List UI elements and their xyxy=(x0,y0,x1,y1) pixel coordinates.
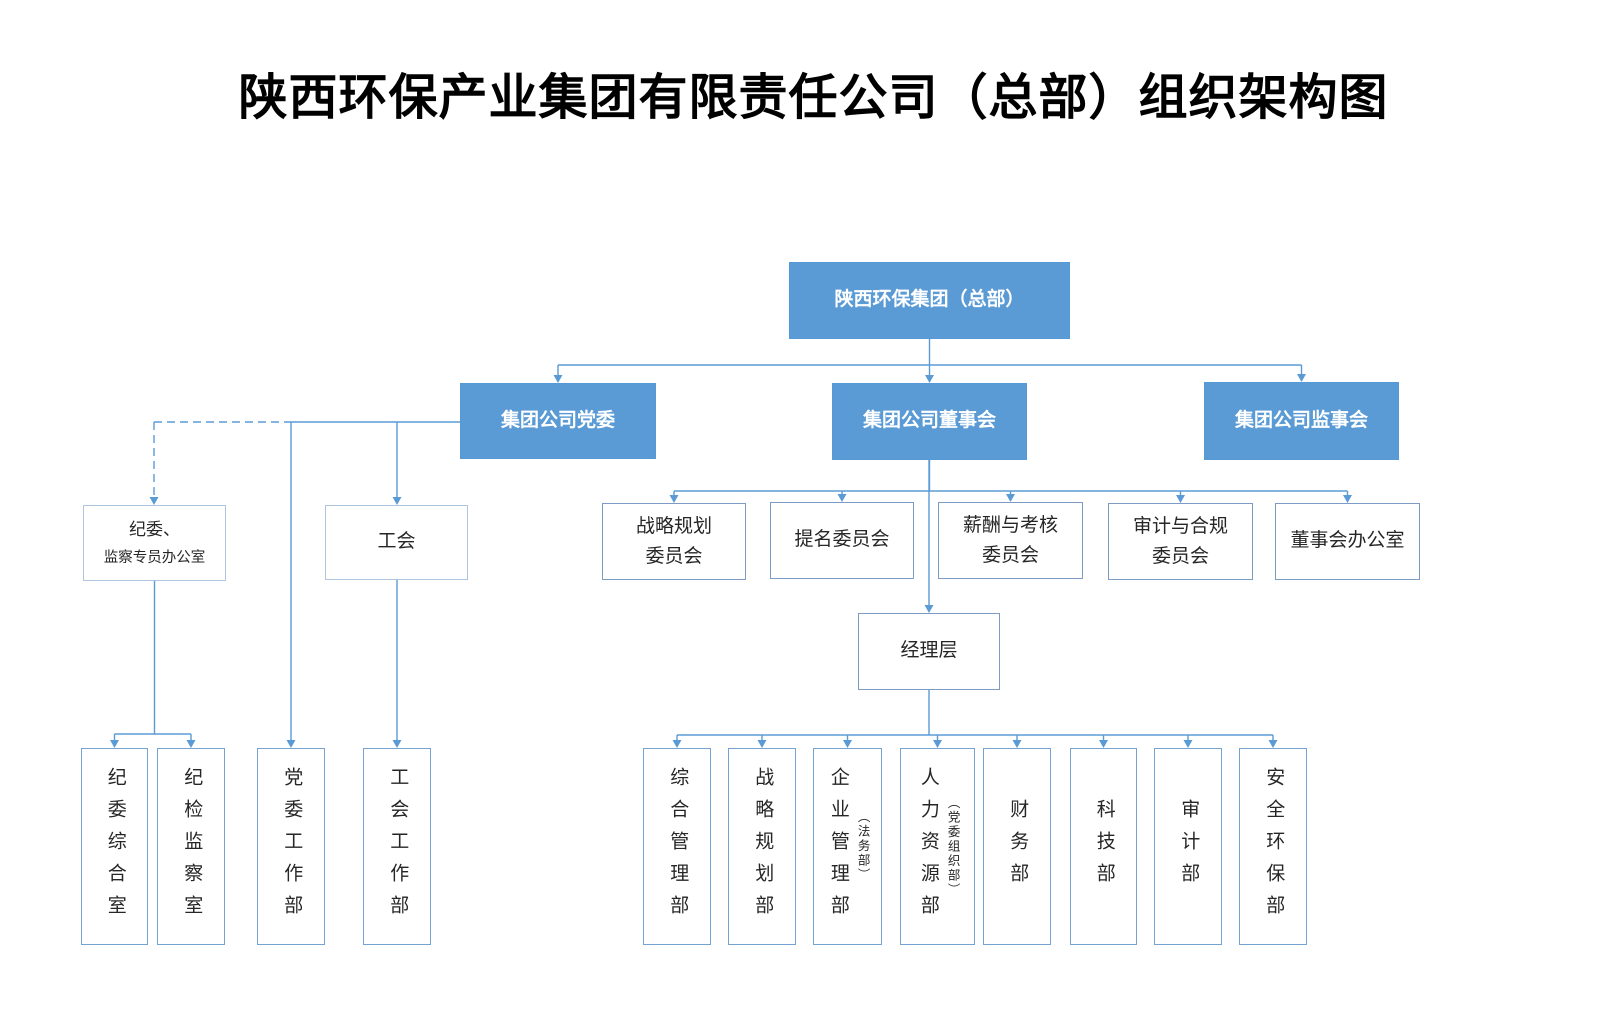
node-group-hq: 陕西环保集团（总部） xyxy=(789,262,1070,339)
node-compensation-appraisal-committee: 薪酬与考核 委员会 xyxy=(938,502,1083,579)
node-discipline-inspection-office: 纪委、 监察专员办公室 xyxy=(83,505,226,581)
node-board-of-directors: 集团公司董事会 xyxy=(832,383,1027,460)
node-label-line2: 委员会 xyxy=(981,544,1039,566)
node-label: 安全环保部 xyxy=(1263,766,1285,927)
node-label: 纪委综合室 xyxy=(104,766,126,927)
node-label: 科技部 xyxy=(1093,798,1115,895)
node-enterprise-management-dept: 企业管理部 （法务部） xyxy=(813,748,882,945)
node-management-level: 经理层 xyxy=(858,613,1000,690)
node-discipline-general-office: 纪委综合室 xyxy=(81,748,148,945)
node-label: 经理层 xyxy=(900,640,958,662)
node-audit-compliance-committee: 审计与合规 委员会 xyxy=(1108,503,1253,580)
node-party-work-dept: 党委工作部 xyxy=(257,748,325,945)
node-label-line1: 审计与合规 xyxy=(1132,516,1228,538)
node-science-tech-dept: 科技部 xyxy=(1070,748,1137,945)
node-label: 财务部 xyxy=(1007,798,1029,895)
node-labor-union: 工会 xyxy=(325,505,468,580)
node-label: 陕西环保集团（总部） xyxy=(834,289,1025,311)
node-party-committee: 集团公司党委 xyxy=(460,383,656,459)
node-label: 集团公司党委 xyxy=(500,409,615,431)
node-annotation: （法务部） xyxy=(855,810,870,883)
node-label: 工会工作部 xyxy=(387,766,409,927)
node-audit-dept: 审计部 xyxy=(1154,748,1222,945)
node-label-line2: 委员会 xyxy=(645,545,703,567)
node-label-line1: 薪酬与考核 xyxy=(962,515,1058,537)
node-label: 董事会办公室 xyxy=(1290,530,1405,552)
node-label: 工会 xyxy=(377,531,416,553)
node-label-line1: 战略规划 xyxy=(635,516,712,538)
diagram-title: 陕西环保产业集团有限责任公司（总部）组织架构图 xyxy=(238,70,1389,125)
node-union-work-dept: 工会工作部 xyxy=(363,748,431,945)
node-annotation: （党委组织部） xyxy=(945,795,960,898)
node-label: 提名委员会 xyxy=(794,529,890,551)
node-label: 综合管理部 xyxy=(667,766,689,927)
node-label: 企业管理部 xyxy=(827,766,849,927)
node-label: 集团公司董事会 xyxy=(862,410,996,432)
node-hr-dept: 人力资源部 （党委组织部） xyxy=(900,748,975,945)
node-finance-dept: 财务部 xyxy=(983,748,1051,945)
node-strategy-planning-committee: 战略规划 委员会 xyxy=(602,503,746,580)
node-label: 集团公司监事会 xyxy=(1234,409,1368,431)
node-label: 纪检监察室 xyxy=(181,766,203,927)
node-discipline-supervision-office: 纪检监察室 xyxy=(157,748,225,945)
node-label: 审计部 xyxy=(1178,798,1200,895)
node-label-line1: 纪委、 xyxy=(129,519,180,539)
node-label: 战略规划部 xyxy=(752,766,774,927)
node-general-management-dept: 综合管理部 xyxy=(643,748,711,945)
node-strategic-planning-dept: 战略规划部 xyxy=(728,748,796,945)
node-board-office: 董事会办公室 xyxy=(1275,503,1420,580)
node-label-line2: 委员会 xyxy=(1151,545,1209,567)
node-label: 党委工作部 xyxy=(281,766,303,927)
node-supervisory-board: 集团公司监事会 xyxy=(1204,382,1399,460)
node-safety-env-dept: 安全环保部 xyxy=(1239,748,1307,945)
node-label: 人力资源部 xyxy=(917,766,939,927)
node-label-line2: 监察专员办公室 xyxy=(103,549,206,566)
node-nomination-committee: 提名委员会 xyxy=(770,502,914,579)
